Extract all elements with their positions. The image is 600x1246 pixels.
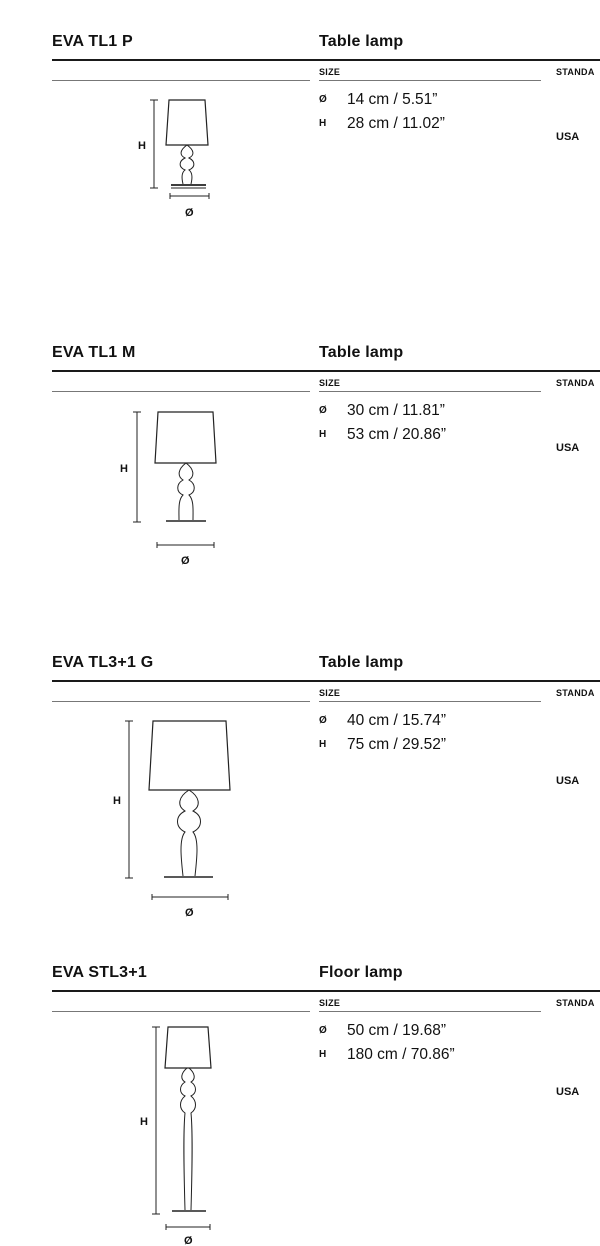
product-section: EVA STL3+1 Floor lamp SIZE STANDA Ø 50 cm… <box>0 964 600 1246</box>
divider-rule <box>52 80 310 81</box>
size-column-header: SIZE <box>319 688 341 698</box>
product-type: Table lamp <box>319 344 404 361</box>
diameter-label: Ø <box>181 555 190 567</box>
lamp-drawing-icon: H Ø <box>120 411 217 567</box>
height-symbol: H <box>319 1049 327 1060</box>
height-label: H <box>120 463 128 475</box>
height-value: 28 cm / 11.02” <box>347 115 445 132</box>
diameter-symbol: Ø <box>319 1025 327 1036</box>
divider-rule <box>52 1011 310 1012</box>
divider-rule <box>319 391 541 392</box>
diameter-spec: Ø 14 cm / 5.51” <box>319 91 437 109</box>
height-value: 75 cm / 29.52” <box>347 736 447 753</box>
height-spec: H 180 cm / 70.86” <box>319 1046 455 1064</box>
height-symbol: H <box>319 118 327 129</box>
height-value: 180 cm / 70.86” <box>347 1046 455 1063</box>
standard-value: USA <box>556 775 580 787</box>
diameter-label: Ø <box>184 1235 193 1246</box>
header-rule <box>52 370 600 372</box>
lamp-drawing-icon: H Ø <box>113 720 231 919</box>
divider-rule <box>319 80 541 81</box>
size-column-header: SIZE <box>319 378 341 388</box>
size-column-header: SIZE <box>319 67 341 77</box>
product-section: EVA TL1 M Table lamp SIZE STANDA Ø 30 cm … <box>0 344 600 644</box>
lamp-drawing-icon: H Ø <box>140 1026 212 1246</box>
height-spec: H 53 cm / 20.86” <box>319 426 446 444</box>
standard-value: USA <box>556 442 580 454</box>
diameter-spec: Ø 50 cm / 19.68” <box>319 1022 446 1040</box>
product-section: EVA TL3+1 G Table lamp SIZE STANDA Ø 40 c… <box>0 654 600 954</box>
diameter-label: Ø <box>185 207 194 219</box>
height-spec: H 75 cm / 29.52” <box>319 736 446 754</box>
header-rule <box>52 59 600 61</box>
header-rule <box>52 990 600 992</box>
lamp-drawing-icon: H Ø <box>138 99 210 219</box>
product-type: Floor lamp <box>319 964 403 981</box>
diameter-value: 50 cm / 19.68” <box>347 1022 447 1039</box>
height-spec: H 28 cm / 11.02” <box>319 115 445 133</box>
standard-value: USA <box>556 131 580 143</box>
standard-column-header: STANDA <box>556 378 595 388</box>
height-value: 53 cm / 20.86” <box>347 426 447 443</box>
diameter-value: 30 cm / 11.81” <box>347 402 445 419</box>
product-section: EVA TL1 P Table lamp SIZE STANDA Ø 14 cm … <box>0 33 600 333</box>
product-name: EVA STL3+1 <box>52 964 147 981</box>
standard-column-header: STANDA <box>556 67 595 77</box>
diameter-symbol: Ø <box>319 94 327 105</box>
diameter-value: 14 cm / 5.51” <box>347 91 438 108</box>
standard-column-header: STANDA <box>556 998 595 1008</box>
divider-rule <box>319 1011 541 1012</box>
product-name: EVA TL1 M <box>52 344 136 361</box>
diameter-symbol: Ø <box>319 715 327 726</box>
size-column-header: SIZE <box>319 998 341 1008</box>
divider-rule <box>52 391 310 392</box>
standard-column-header: STANDA <box>556 688 595 698</box>
diameter-spec: Ø 30 cm / 11.81” <box>319 402 445 420</box>
product-type: Table lamp <box>319 33 404 50</box>
height-label: H <box>138 140 146 152</box>
standard-value: USA <box>556 1086 580 1098</box>
product-name: EVA TL3+1 G <box>52 654 154 671</box>
divider-rule <box>319 701 541 702</box>
diameter-spec: Ø 40 cm / 15.74” <box>319 712 446 730</box>
height-label: H <box>140 1116 148 1128</box>
height-symbol: H <box>319 429 327 440</box>
header-rule <box>52 680 600 682</box>
diameter-value: 40 cm / 15.74” <box>347 712 447 729</box>
divider-rule <box>52 701 310 702</box>
diameter-label: Ø <box>185 907 194 919</box>
height-symbol: H <box>319 739 327 750</box>
product-name: EVA TL1 P <box>52 33 133 50</box>
height-label: H <box>113 795 121 807</box>
diameter-symbol: Ø <box>319 405 327 416</box>
product-type: Table lamp <box>319 654 404 671</box>
